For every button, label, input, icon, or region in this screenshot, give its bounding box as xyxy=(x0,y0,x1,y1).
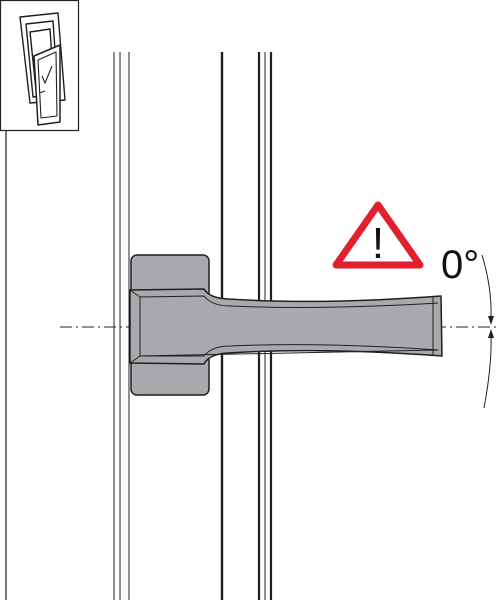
warning-symbol: ! xyxy=(372,219,384,268)
handle-lever xyxy=(129,288,443,365)
inset-box xyxy=(0,0,80,132)
angle-label: 0° xyxy=(441,243,479,287)
angle-indicator xyxy=(481,254,494,409)
angle-arrow-up xyxy=(488,329,494,338)
angle-arrow-down xyxy=(488,316,494,325)
angle-arc-lower xyxy=(483,335,492,409)
tilt-window-icon xyxy=(19,12,66,126)
warning-triangle-icon: ! xyxy=(332,201,424,269)
handle-lever-inner xyxy=(139,295,439,357)
angle-arc-upper xyxy=(481,254,492,319)
handle-edge xyxy=(129,355,141,364)
window-handle xyxy=(129,254,443,396)
handle-edge xyxy=(129,289,141,298)
